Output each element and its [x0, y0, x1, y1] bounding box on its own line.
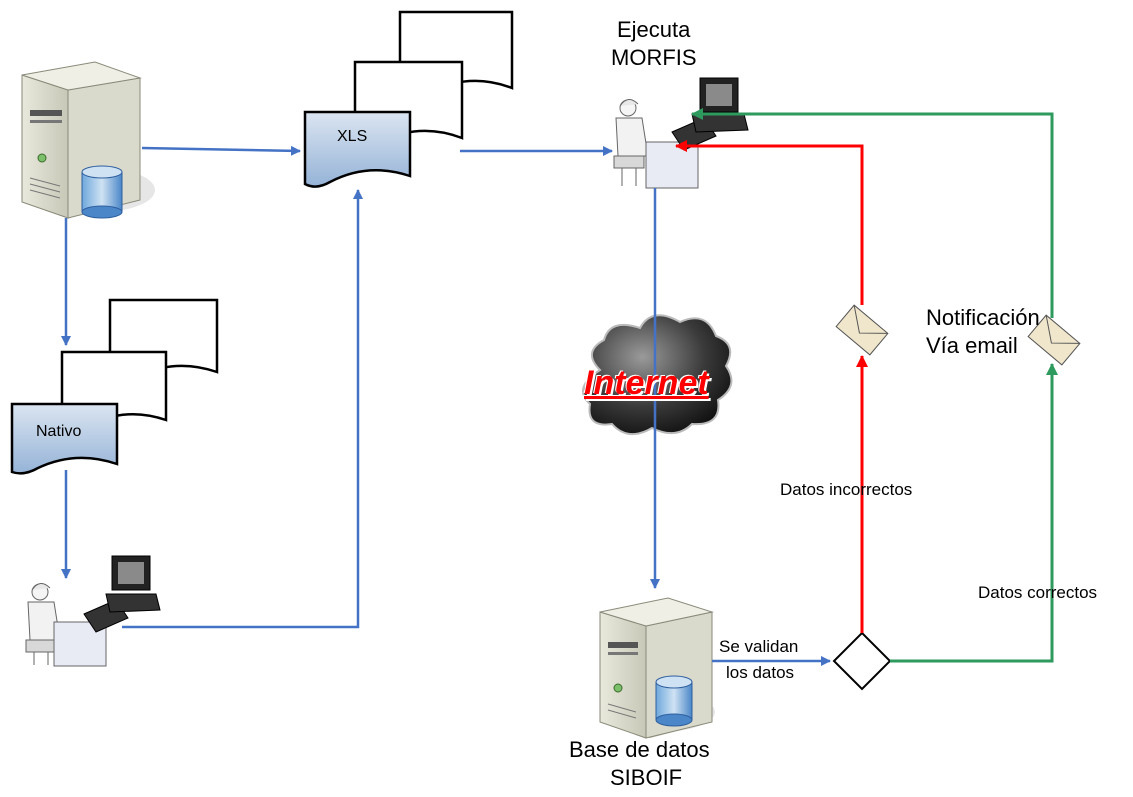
- xls-label: XLS: [337, 128, 368, 145]
- notificacion-label: Notificación: [926, 305, 1040, 330]
- cloud-icon: [581, 314, 733, 435]
- siboif-database-icon: [655, 675, 693, 727]
- morfis-workstation-icon: [613, 77, 749, 189]
- decision-diamond-icon: [832, 631, 892, 691]
- datos-correctos-label: Datos correctos: [978, 583, 1098, 602]
- siboif-label: SIBOIF: [610, 765, 683, 790]
- workstation-to-xls-arrow: [122, 189, 363, 629]
- se-validan-label: Se validan: [719, 637, 799, 656]
- blue-connectors: [61, 145, 831, 666]
- database-icon: [81, 165, 123, 219]
- nativo-document-stack-icon: [10, 298, 219, 475]
- morfis-label: MORFIS: [611, 45, 697, 70]
- via-email-label: Vía email: [926, 333, 1018, 358]
- base-de-datos-label: Base de datos: [569, 737, 710, 762]
- datos-incorrectos-label: Datos incorrectos: [780, 480, 913, 499]
- nativo-label: Nativo: [36, 423, 82, 440]
- xls-document-stack-icon: [303, 10, 514, 188]
- internet-label: Internet: [584, 364, 709, 402]
- envelope-icon: [1027, 314, 1081, 366]
- los-datos-label: los datos: [726, 663, 795, 682]
- envelope-icon: [835, 304, 889, 356]
- server-to-xls-arrow: [141, 145, 301, 156]
- ejecuta-label: Ejecuta: [617, 17, 691, 42]
- user-workstation-icon: [25, 555, 161, 667]
- green-success-path: [691, 108, 1058, 663]
- red-error-path: [675, 140, 868, 633]
